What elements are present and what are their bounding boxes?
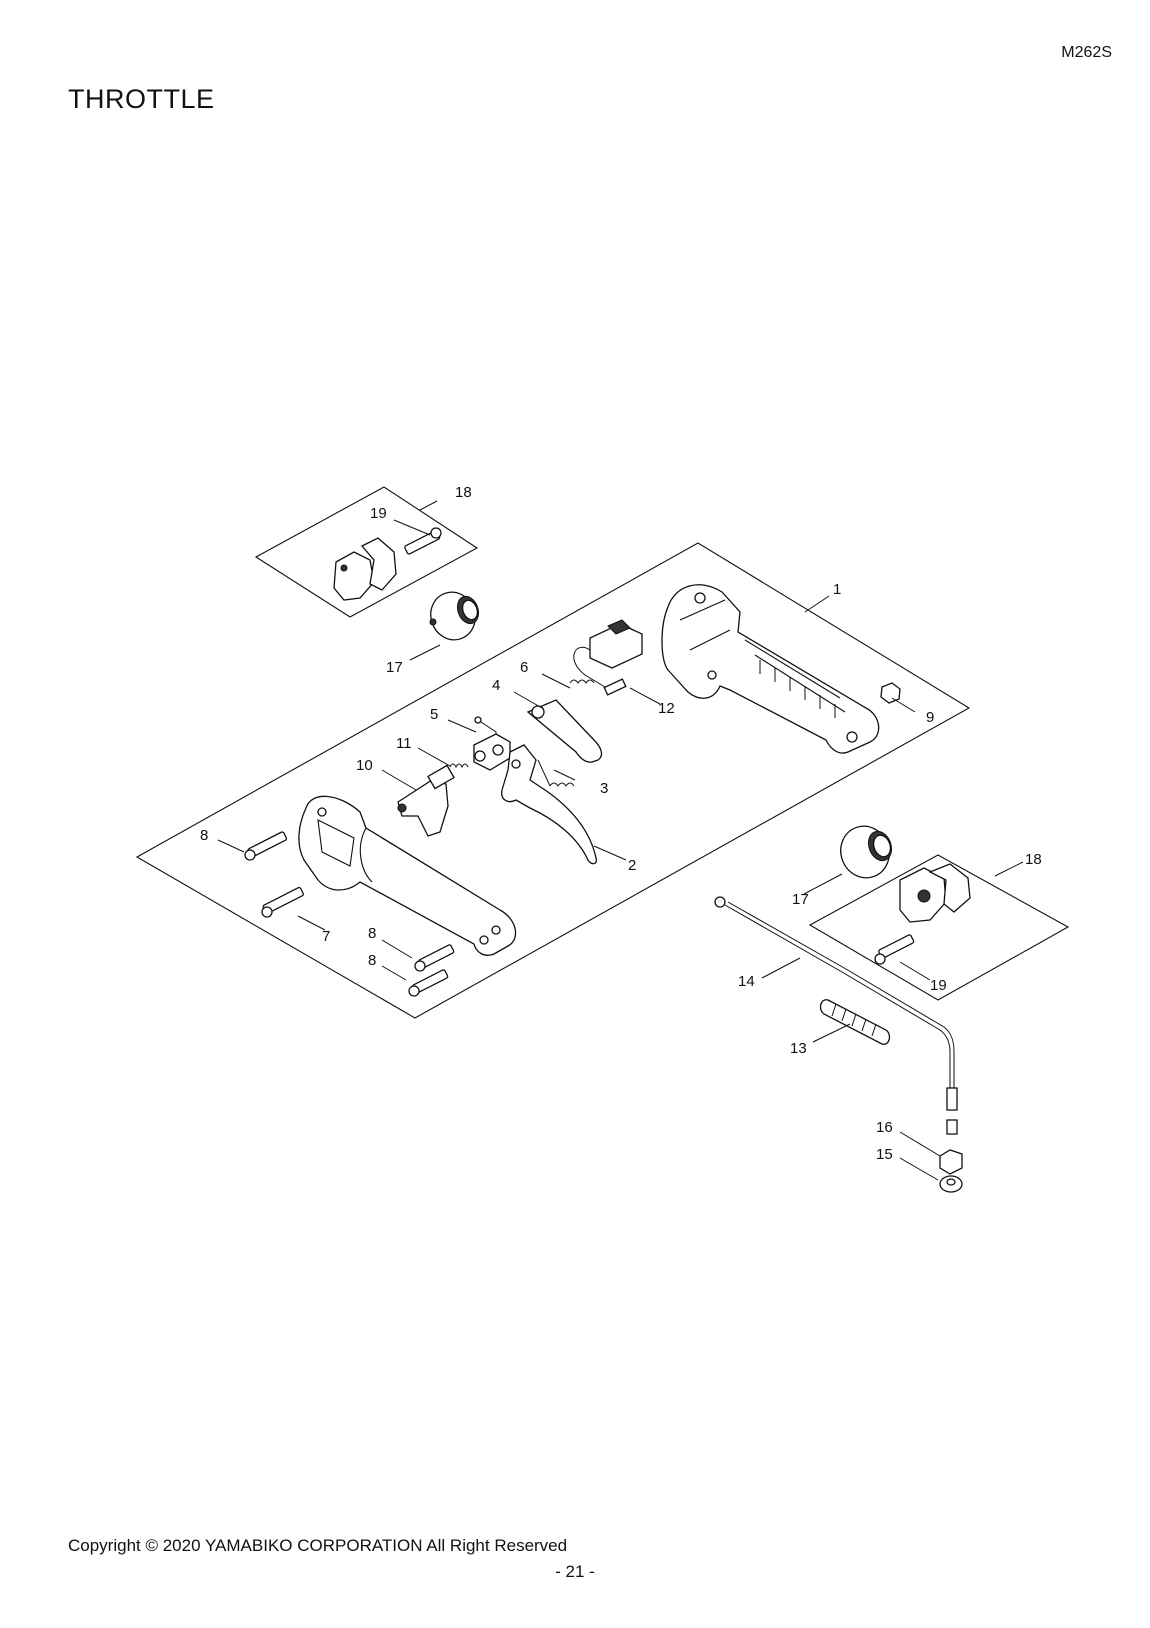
throttle-trigger bbox=[501, 744, 598, 865]
handle-lower-half bbox=[298, 795, 517, 956]
screw-part-19-right bbox=[874, 934, 915, 965]
callout-1: 1 bbox=[833, 581, 841, 598]
callout-19-upper: 19 bbox=[370, 505, 387, 522]
spring-part-11 bbox=[449, 763, 469, 769]
callout-17-upper: 17 bbox=[386, 659, 403, 676]
callout-11: 11 bbox=[396, 735, 412, 752]
lower-clamp-outline bbox=[808, 854, 1070, 1001]
page-title: THROTTLE bbox=[68, 84, 215, 114]
callout-14: 14 bbox=[738, 973, 755, 990]
screw-part-7 bbox=[261, 886, 304, 918]
throttle-lockout bbox=[526, 699, 603, 763]
screw-part-19-upper bbox=[404, 527, 442, 555]
callout-5: 5 bbox=[430, 706, 438, 723]
callout-18-right: 18 bbox=[1025, 851, 1042, 868]
screw-part-8-lower bbox=[408, 969, 449, 997]
stop-switch bbox=[573, 619, 643, 696]
throttle-cable bbox=[714, 896, 958, 1135]
collar-upper bbox=[429, 591, 480, 641]
page-number: - 21 - bbox=[555, 1562, 595, 1581]
spring-part-3 bbox=[537, 759, 575, 787]
callout-8-upper: 8 bbox=[200, 827, 208, 844]
leader-lines bbox=[217, 500, 1024, 1181]
nut-part-16 bbox=[939, 1149, 963, 1175]
copyright-notice: Copyright © 2020 YAMABIKO CORPORATION Al… bbox=[68, 1536, 568, 1555]
throttle-link bbox=[473, 733, 511, 771]
main-assembly-outline bbox=[135, 542, 971, 1019]
callout-18-upper: 18 bbox=[455, 484, 472, 501]
clamp-right bbox=[899, 863, 971, 923]
callout-7: 7 bbox=[322, 928, 330, 945]
callout-8-lower: 8 bbox=[368, 952, 376, 969]
callout-12: 12 bbox=[658, 700, 675, 717]
callout-10: 10 bbox=[356, 757, 373, 774]
callout-4: 4 bbox=[492, 677, 500, 694]
callout-6: 6 bbox=[520, 659, 528, 676]
throttle-link-plate bbox=[397, 764, 455, 837]
callout-9: 9 bbox=[926, 709, 934, 726]
callout-19-right: 19 bbox=[930, 977, 947, 994]
screw-part-8-middle bbox=[414, 944, 455, 972]
callout-2: 2 bbox=[628, 857, 636, 874]
callout-17-right: 17 bbox=[792, 891, 809, 908]
callout-16: 16 bbox=[876, 1119, 893, 1136]
upper-clamp-outline bbox=[254, 486, 479, 618]
callout-3: 3 bbox=[600, 780, 608, 797]
collar-right bbox=[840, 825, 893, 879]
screw-part-8-upper bbox=[244, 831, 288, 861]
model-number: M262S bbox=[1061, 44, 1112, 61]
callout-13: 13 bbox=[790, 1040, 807, 1057]
cable-tube bbox=[819, 999, 891, 1045]
clamp-upper bbox=[333, 537, 397, 601]
spring-part-6 bbox=[569, 679, 595, 684]
handle-upper-half bbox=[661, 584, 880, 754]
callout-15: 15 bbox=[876, 1146, 893, 1163]
washer-part-15 bbox=[939, 1175, 963, 1193]
callout-8-middle: 8 bbox=[368, 925, 376, 942]
nut-part-9 bbox=[880, 682, 901, 704]
